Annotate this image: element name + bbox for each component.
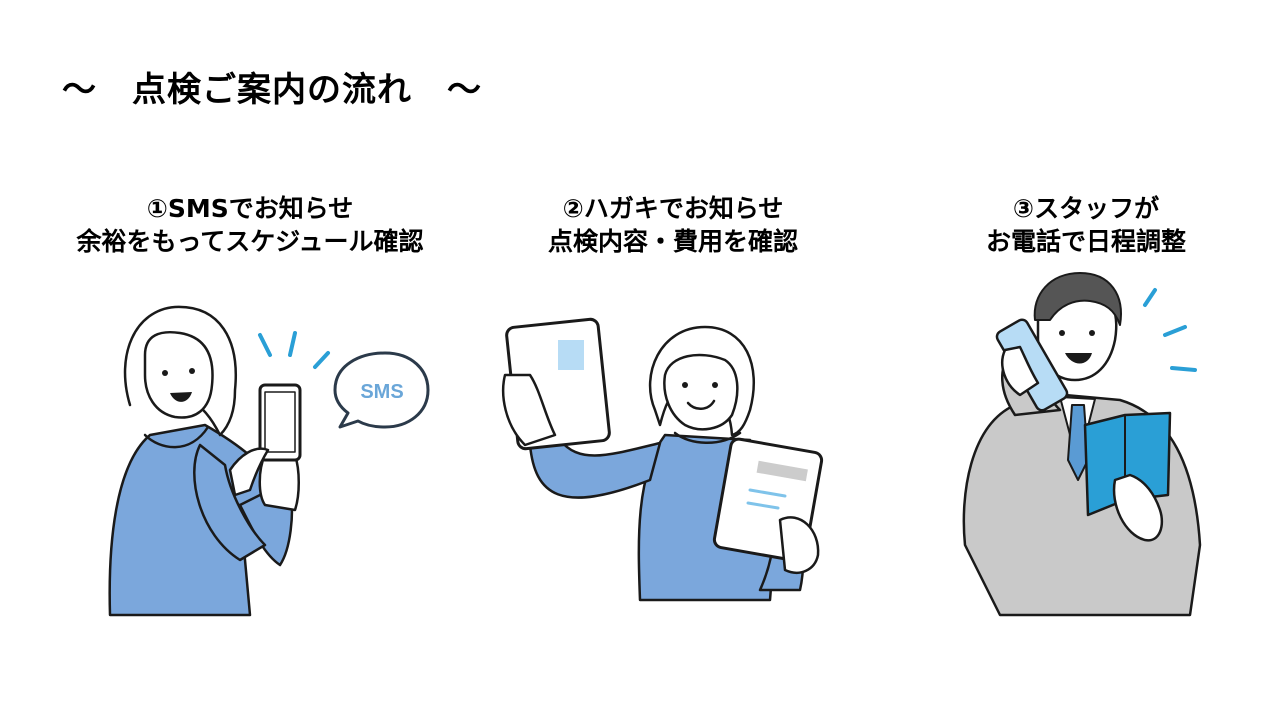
sms-bubble-text: SMS bbox=[360, 381, 403, 403]
step-2-heading: ②ハガキでお知らせ 点検内容・費用を確認 bbox=[463, 192, 883, 258]
step-2-line1: ②ハガキでお知らせ bbox=[562, 194, 784, 223]
step-1-line2: 余裕をもってスケジュール確認 bbox=[76, 227, 424, 256]
step-1-heading: ①SMSでお知らせ 余裕をもってスケジュール確認 bbox=[40, 192, 460, 258]
step-3-line2: お電話で日程調整 bbox=[985, 227, 1186, 256]
step-2-line2: 点検内容・費用を確認 bbox=[547, 227, 798, 256]
page-title: ～ 点検ご案内の流れ ～ bbox=[62, 70, 482, 110]
step-3-heading: ③スタッフが お電話で日程調整 bbox=[876, 192, 1280, 258]
step-1-line1: ①SMSでお知らせ bbox=[146, 194, 354, 223]
man-phone-call-icon bbox=[962, 272, 1202, 617]
woman-postcard-icon bbox=[501, 317, 824, 602]
step-3-line1: ③スタッフが bbox=[1012, 194, 1160, 223]
woman-smartphone-icon: SMS bbox=[108, 305, 430, 617]
